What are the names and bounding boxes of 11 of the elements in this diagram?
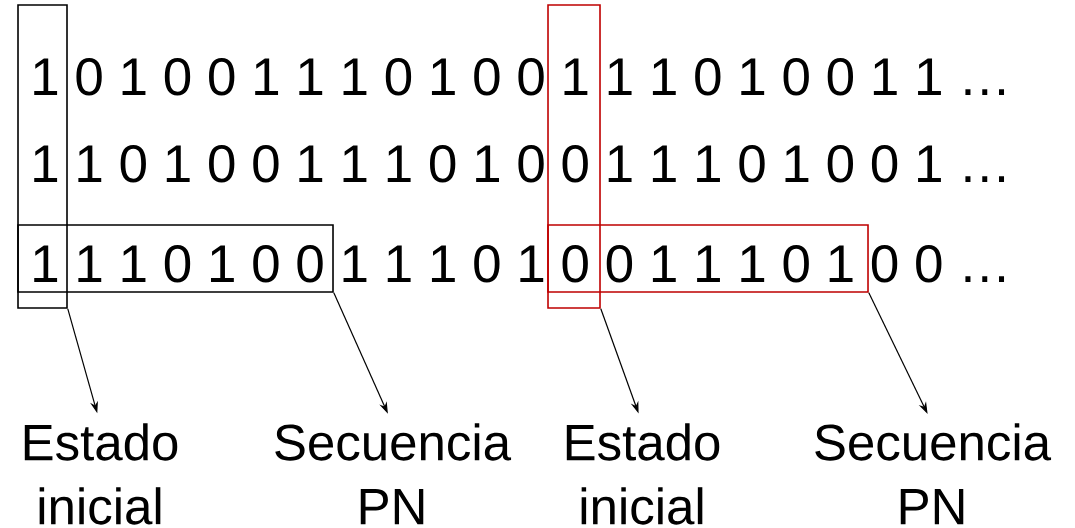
bit-row: 1 1 1 0 1 0 0 1 1 1 0 1 0 0 1 1 1 0 1 0 0 … [34, 245, 1005, 283]
highlight-box [17, 4, 68, 309]
caption-text: Estado inicial [24, 423, 178, 525]
bit-row: 1 1 0 1 0 0 1 1 1 0 1 0 0 1 1 1 0 1 0 0 1 … [34, 145, 1005, 183]
highlight-box [547, 224, 869, 293]
bit-row: 1 0 1 0 0 1 1 1 0 1 0 0 1 1 1 0 1 0 0 1 1 … [34, 58, 1005, 96]
caption-text: Secuencia PN [275, 423, 512, 525]
caption-text: Secuencia PN [815, 423, 1052, 525]
highlight-box [547, 4, 601, 309]
highlight-box [17, 224, 334, 293]
caption-text: Estado inicial [566, 423, 720, 525]
